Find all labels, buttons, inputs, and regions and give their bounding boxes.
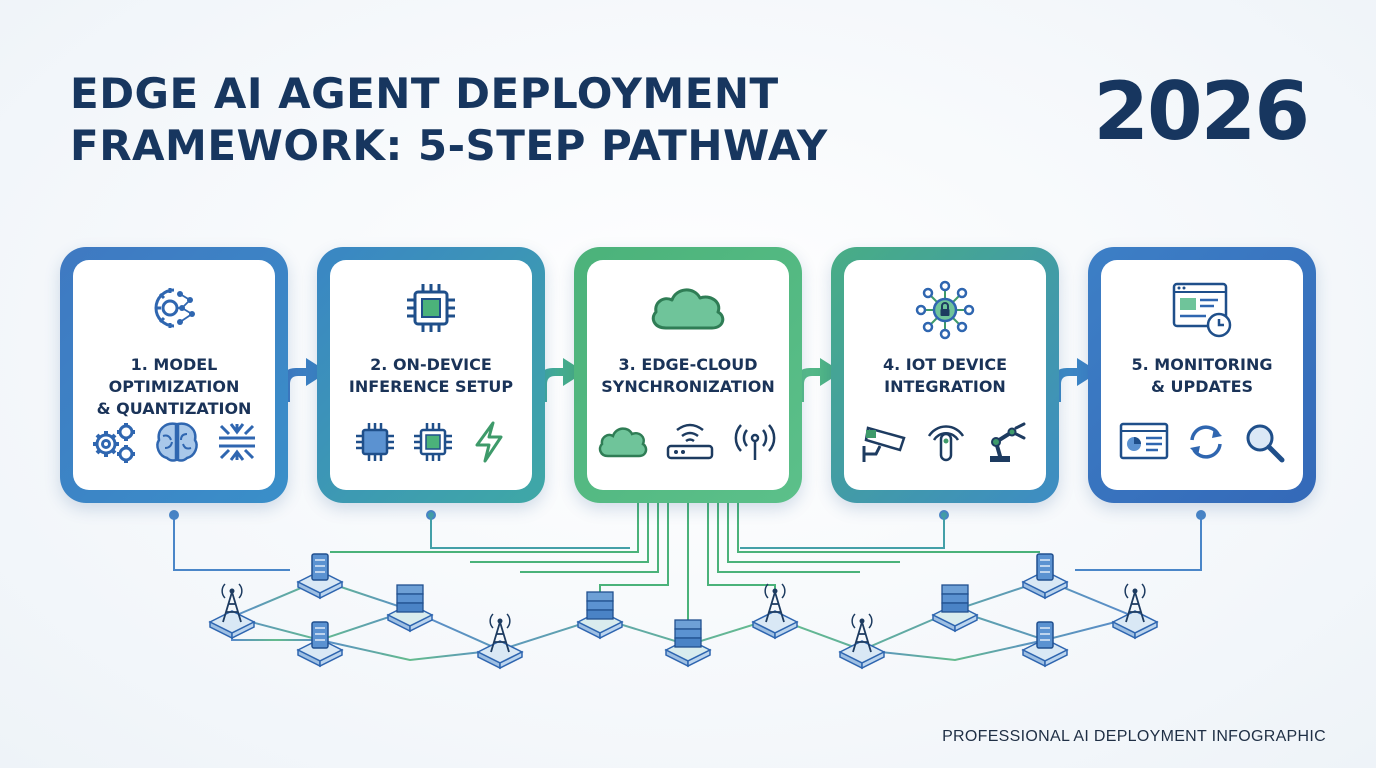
arrow-2-3 — [539, 358, 585, 402]
refresh-icon — [1184, 420, 1228, 464]
sensor-icon — [924, 420, 968, 464]
step-card-4[interactable]: 4. IOT DEVICE INTEGRATION — [831, 247, 1059, 503]
step-3-icons — [587, 420, 789, 464]
step-1-icons — [73, 420, 275, 464]
security-camera-icon — [860, 420, 910, 464]
chip-green-icon — [411, 420, 455, 464]
footer-caption: PROFESSIONAL AI DEPLOYMENT INFOGRAPHIC — [942, 728, 1326, 745]
step-card-2[interactable]: 2. ON-DEVICE INFERENCE SETUP — [317, 247, 545, 503]
step-card-2-body: 2. ON-DEVICE INFERENCE SETUP — [330, 260, 532, 490]
step-card-5[interactable]: 5. MONITORING & UPDATES — [1088, 247, 1316, 503]
antenna-icon — [730, 420, 780, 464]
step-4-label: 4. IOT DEVICE INTEGRATION — [882, 355, 1008, 396]
cloud-icon — [646, 280, 730, 336]
arrow-1-2 — [282, 358, 328, 402]
step-5-label: 5. MONITORING & UPDATES — [1131, 355, 1273, 396]
step-3-label: 3. EDGE-CLOUD SYNCHRONIZATION — [601, 355, 775, 396]
title-line-2: FRAMEWORK: 5-STEP PATHWAY — [70, 121, 828, 170]
analytics-window-icon — [1118, 420, 1170, 464]
brain-icon — [153, 420, 201, 464]
step-card-5-body: 5. MONITORING & UPDATES — [1101, 260, 1303, 490]
step-arrows — [282, 358, 1099, 402]
step-1-label: 1. MODEL OPTIMIZATION & QUANTIZATION — [96, 355, 252, 418]
chip-icon — [403, 280, 459, 336]
edge-network-diagram — [169, 500, 1206, 669]
gear-brain-icon — [146, 280, 202, 336]
magnifier-icon — [1242, 420, 1286, 464]
dashboard-clock-icon — [1170, 280, 1234, 340]
step-card-1-body: 1. MODEL OPTIMIZATION & QUANTIZATION — [73, 260, 275, 490]
cloud-icon — [596, 422, 650, 462]
step-2-label: 2. ON-DEVICE INFERENCE SETUP — [348, 355, 514, 396]
gears-icon — [89, 420, 139, 464]
step-5-icons — [1101, 420, 1303, 464]
arrow-4-5 — [1053, 358, 1099, 402]
year-label: 2026 — [1093, 65, 1310, 158]
compress-icon — [215, 420, 259, 464]
robot-arm-icon — [982, 420, 1030, 464]
arrow-3-4 — [796, 358, 842, 402]
router-icon — [664, 420, 716, 464]
step-2-icons — [330, 420, 532, 464]
step-card-4-body: 4. IOT DEVICE INTEGRATION — [844, 260, 1046, 490]
network-hub-icon — [915, 280, 975, 340]
chip-blue-icon — [353, 420, 397, 464]
lightning-icon — [469, 420, 509, 464]
step-card-3-body: 3. EDGE-CLOUD SYNCHRONIZATION — [587, 260, 789, 490]
title-line-1: EDGE AI AGENT DEPLOYMENT — [70, 69, 779, 118]
step-card-1[interactable]: 1. MODEL OPTIMIZATION & QUANTIZATION — [60, 247, 288, 503]
step-4-icons — [844, 420, 1046, 464]
page-title: EDGE AI AGENT DEPLOYMENT FRAMEWORK: 5-ST… — [70, 68, 828, 172]
step-card-3[interactable]: 3. EDGE-CLOUD SYNCHRONIZATION — [574, 247, 802, 503]
